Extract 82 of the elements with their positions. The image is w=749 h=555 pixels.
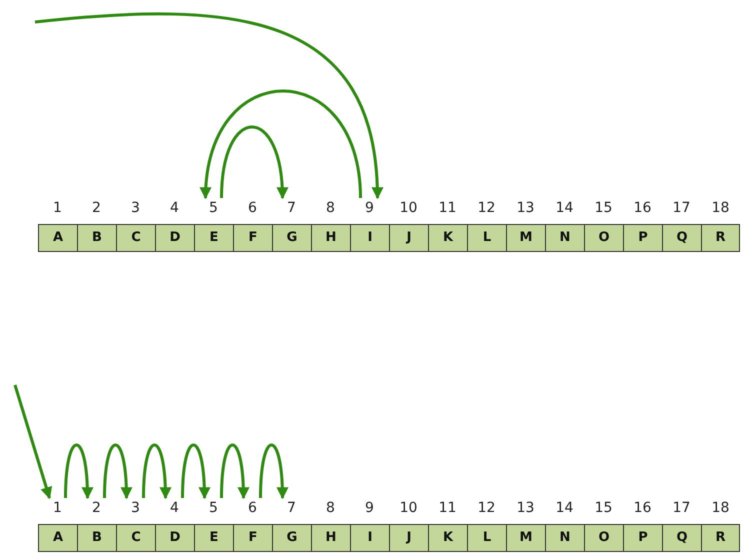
letter-cell: C [116,524,155,552]
index-number: 11 [438,199,456,218]
arrow [181,444,210,500]
index-number: 13 [516,499,534,518]
letter-cell: D [155,224,194,252]
letter-cell: O [584,224,623,252]
index-number: 8 [326,499,335,518]
letter-cell: A [38,224,77,252]
index-number: 7 [287,499,296,518]
arrow [259,444,288,500]
index-number: 2 [92,499,101,518]
index-number: 5 [209,499,218,518]
letter-cell: P [623,524,662,552]
index-number: 3 [131,199,140,218]
letter-cell: H [311,224,350,252]
letter-cell: H [311,524,350,552]
index-number: 6 [248,499,257,518]
index-number: 16 [634,199,652,218]
letter-cell: B [77,524,116,552]
letter-cell: P [623,224,662,252]
index-number: 5 [209,199,218,218]
arrow [142,444,172,500]
letter-cell: O [584,524,623,552]
index-number: 3 [131,499,140,518]
letter-cell: F [233,524,272,552]
index-number: 1 [53,499,62,518]
index-number: 17 [672,499,690,518]
index-number: 13 [516,199,534,218]
letter-cell: L [467,524,506,552]
index-number: 14 [556,199,574,218]
letter-cell: F [233,224,272,252]
letter-cell: I [350,224,389,252]
arrow [220,126,288,200]
index-number: 9 [365,499,374,518]
letter-cell: Q [662,224,701,252]
letter-cell: L [467,224,506,252]
letter-cell: M [506,524,545,552]
letter-cell: J [389,224,428,252]
letter-cell: J [389,524,428,552]
index-number: 14 [556,499,574,518]
index-number: 7 [287,199,296,218]
index-number: 4 [170,199,179,218]
letter-cell: N [545,524,584,552]
index-number: 1 [53,199,62,218]
letter-cell: E [194,524,233,552]
index-number: 18 [712,499,730,518]
letter-cell: N [545,224,584,252]
arrow [14,384,52,500]
index-number: 12 [478,499,496,518]
letter-cell: I [350,524,389,552]
index-number: 4 [170,499,179,518]
index-number: 2 [92,199,101,218]
index-number: 12 [478,199,496,218]
index-number: 6 [248,199,257,218]
index-number: 8 [326,199,335,218]
index-number: 15 [594,499,612,518]
letter-cell: G [272,524,311,552]
index-number: 16 [634,499,652,518]
letter-cell: R [701,224,740,252]
arrow [220,444,250,500]
letter-cell: C [116,224,155,252]
index-number: 15 [594,199,612,218]
index-number: 10 [400,199,418,218]
index-number: 9 [365,199,374,218]
letter-cell: M [506,224,545,252]
index-number: 10 [400,499,418,518]
letter-cell: Q [662,524,701,552]
index-number: 18 [712,199,730,218]
letter-cell: K [428,224,467,252]
letter-cell: G [272,224,311,252]
arrow [200,90,362,200]
index-number: 11 [438,499,456,518]
letter-cell: D [155,524,194,552]
letter-cell: E [194,224,233,252]
arrow [34,12,383,200]
letter-cell: R [701,524,740,552]
index-number: 17 [672,199,690,218]
arrow [103,444,132,500]
arrow [64,444,94,500]
letter-cell: K [428,524,467,552]
letter-cell: A [38,524,77,552]
letter-cell: B [77,224,116,252]
